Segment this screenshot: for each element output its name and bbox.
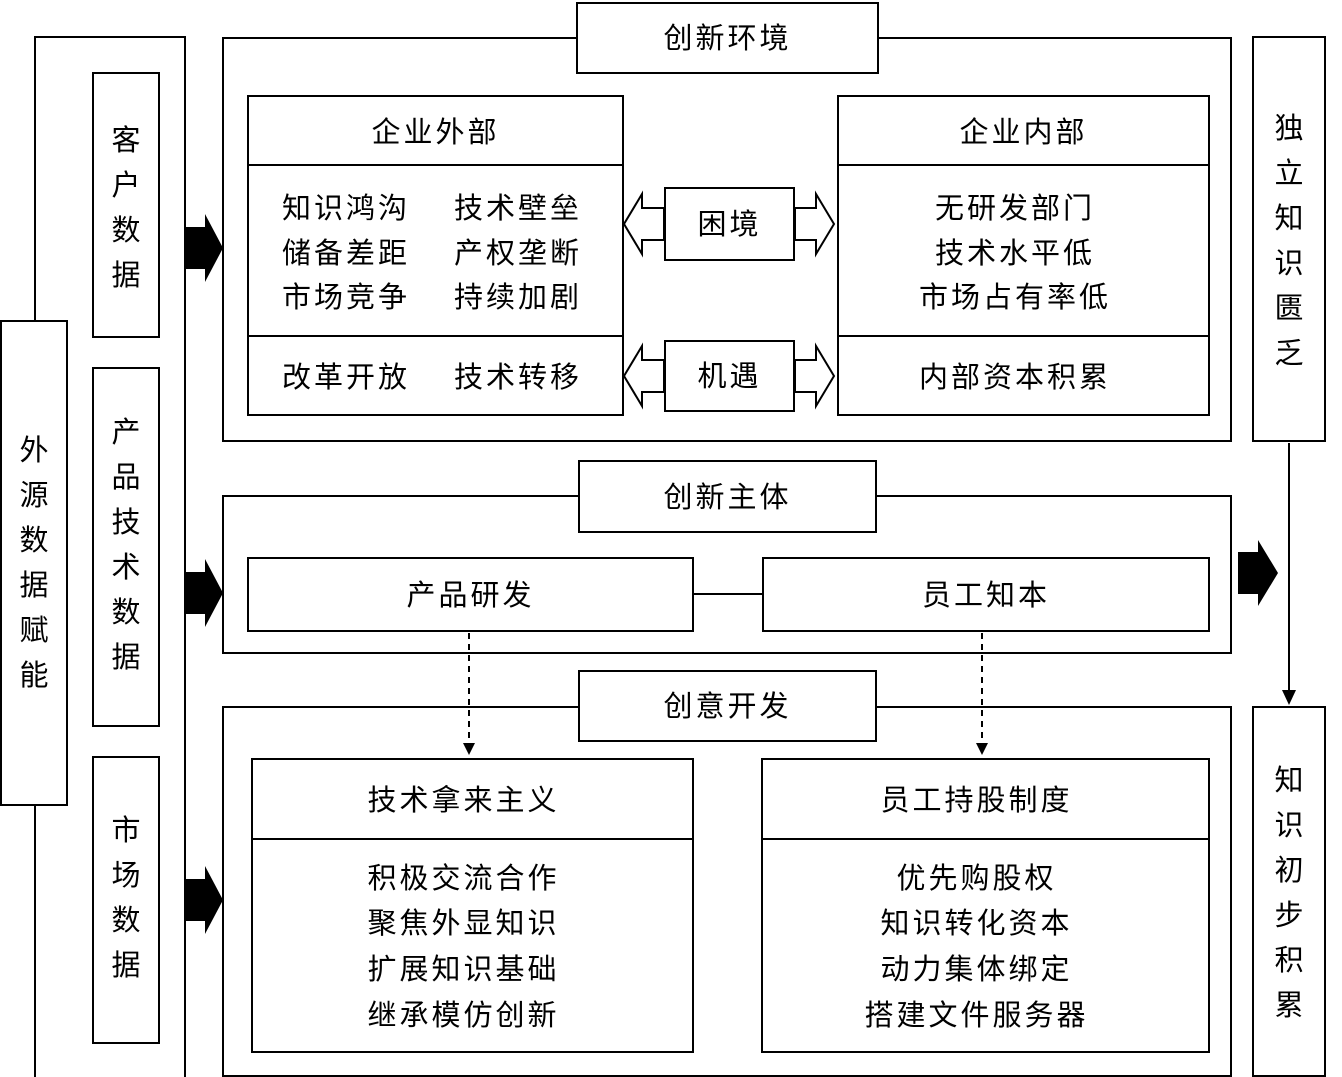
arrow-to-environment	[186, 214, 223, 282]
tech-borrowing-item-2: 聚焦外显知识	[367, 906, 560, 940]
arrow-to-development	[186, 866, 223, 934]
dashed-head-left	[463, 743, 475, 755]
tech-borrowing-item-1: 积极交流合作	[367, 861, 560, 895]
dilemma-right-arrow	[794, 190, 836, 258]
external-opportunity-2: 技术转移	[454, 360, 583, 394]
external-difficulty-3: 储备差距	[282, 236, 411, 270]
tech-borrowing-header: 技术拿来主义	[367, 783, 560, 817]
external-header: 企业外部	[371, 115, 500, 149]
outer-label: 外源数据赋能	[19, 433, 49, 692]
external-box	[247, 95, 624, 416]
esop-header: 员工持股制度	[880, 783, 1073, 817]
left-frame-left-lower	[34, 804, 36, 1077]
esop-divider	[761, 838, 1210, 840]
external-opportunity-1: 改革开放	[282, 360, 411, 394]
internal-box	[837, 95, 1210, 416]
internal-opportunity-1: 内部资本积累	[918, 360, 1111, 394]
esop-item-1: 优先购股权	[896, 861, 1057, 895]
right-top-box	[1252, 36, 1326, 442]
employee-knowledge-label: 员工知本	[921, 578, 1050, 612]
subject-title: 创新主体	[663, 480, 792, 514]
right-bottom-label: 知识初步积累	[1274, 763, 1304, 1022]
internal-header: 企业内部	[959, 115, 1088, 149]
employee-knowledge-box	[762, 557, 1210, 632]
external-difficulty-6: 持续加剧	[454, 280, 583, 314]
dilemma-left-arrow	[622, 190, 665, 258]
external-difficulty-2: 技术壁垒	[454, 191, 583, 225]
opportunity-right-arrow	[794, 342, 836, 410]
dashed-head-right	[976, 743, 988, 755]
dilemma-label: 困境	[697, 207, 762, 241]
input-label-product-tech: 产品技术数据	[111, 415, 141, 674]
esop-box	[761, 758, 1210, 1053]
arrow-to-right	[1238, 540, 1278, 606]
external-difficulty-1: 知识鸿沟	[282, 191, 411, 225]
left-frame-right	[184, 36, 186, 1077]
development-title-box	[578, 670, 877, 742]
product-rd-label: 产品研发	[406, 578, 535, 612]
input-box-product-tech	[92, 367, 160, 727]
internal-difficulty-2: 技术水平低	[934, 236, 1095, 270]
right-bottom-box	[1252, 706, 1326, 1077]
internal-difficulty-3: 市场占有率低	[918, 280, 1111, 314]
tech-borrowing-divider	[251, 838, 694, 840]
input-label-customer: 客户数据	[111, 123, 141, 292]
tech-borrowing-item-4: 继承模仿创新	[367, 998, 560, 1032]
subject-connector	[694, 593, 764, 595]
outer-label-box	[0, 320, 68, 806]
esop-item-4: 搭建文件服务器	[864, 998, 1089, 1032]
left-frame-left	[34, 36, 36, 322]
tech-borrowing-item-3: 扩展知识基础	[367, 952, 560, 986]
input-box-market	[92, 756, 160, 1044]
environment-title: 创新环境	[663, 21, 792, 55]
esop-item-3: 动力集体绑定	[880, 952, 1073, 986]
development-title: 创意开发	[663, 689, 792, 723]
external-divider-2	[247, 335, 624, 337]
product-rd-box	[247, 557, 694, 632]
esop-item-2: 知识转化资本	[880, 906, 1073, 940]
internal-divider-1	[837, 164, 1210, 166]
right-top-label: 独立知识匮乏	[1274, 111, 1304, 370]
environment-title-box	[576, 2, 879, 74]
internal-difficulty-1: 无研发部门	[934, 191, 1095, 225]
right-down-head	[1282, 690, 1296, 705]
left-frame-top	[34, 36, 186, 38]
external-difficulty-5: 市场竞争	[282, 280, 411, 314]
subject-title-box	[578, 460, 877, 533]
internal-divider-2	[837, 335, 1210, 337]
external-divider-1	[247, 164, 624, 166]
input-box-customer	[92, 72, 160, 338]
tech-borrowing-box	[251, 758, 694, 1053]
opportunity-label: 机遇	[697, 359, 762, 393]
external-difficulty-4: 产权垄断	[454, 236, 583, 270]
opportunity-left-arrow	[622, 342, 665, 410]
arrow-to-subject	[186, 559, 223, 627]
input-label-market: 市场数据	[111, 813, 141, 982]
dilemma-box	[664, 187, 795, 261]
